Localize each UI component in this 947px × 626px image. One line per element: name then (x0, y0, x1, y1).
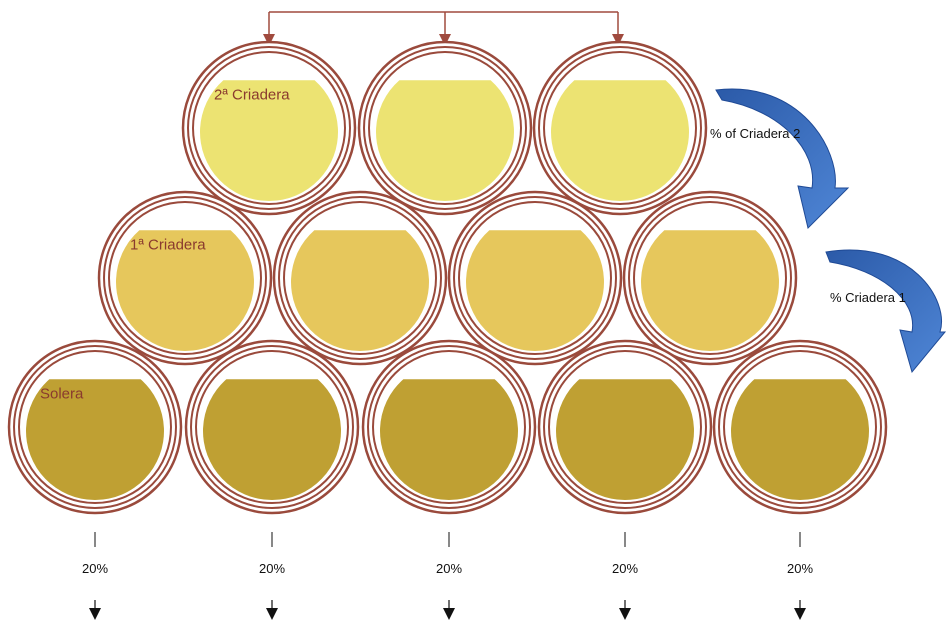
barrel (361, 339, 537, 515)
barrel (272, 190, 448, 366)
barrel (184, 339, 360, 515)
withdrawal-percent: 20% (436, 561, 462, 576)
barrel: Solera (7, 339, 183, 515)
withdrawal: 20% (436, 532, 462, 620)
barrel (712, 339, 888, 515)
withdrawal: 20% (787, 532, 813, 620)
transfer-label-criadera1: % Criadera 1 (830, 290, 906, 305)
wine-fill (291, 230, 429, 351)
withdrawal: 20% (612, 532, 638, 620)
transfer-label-criadera2: % of Criadera 2 (710, 126, 800, 141)
transfer-arrow-criadera2 (715, 88, 850, 229)
withdrawal: 20% (82, 532, 108, 620)
withdrawal-percent: 20% (259, 561, 285, 576)
barrel: 1ª Criadera (97, 190, 273, 366)
transfer-arrow-criadera1 (825, 249, 947, 374)
barrel (357, 40, 533, 216)
barrel (537, 339, 713, 515)
wine-fill (466, 230, 604, 351)
withdrawal-percent: 20% (787, 561, 813, 576)
withdrawal-percent: 20% (612, 561, 638, 576)
wine-fill (203, 379, 342, 501)
withdrawal: 20% (259, 532, 285, 620)
tier-label: 1ª Criadera (130, 236, 206, 253)
wine-fill (376, 80, 514, 201)
barrel (447, 190, 623, 366)
wine-fill (556, 379, 694, 501)
barrel (622, 190, 798, 366)
wine-fill (26, 379, 164, 501)
wine-fill (380, 379, 518, 501)
wine-fill (116, 230, 255, 351)
wine-fill (640, 230, 779, 351)
withdrawal-row: 20% 20% 20% 20% 20% (82, 532, 813, 620)
tier-label: Solera (40, 385, 84, 402)
tier-label: 2ª Criadera (214, 86, 290, 103)
feed-line (263, 11, 624, 46)
withdrawal-percent: 20% (82, 561, 108, 576)
barrel (532, 40, 708, 216)
wine-fill (200, 80, 339, 201)
wine-fill (730, 379, 869, 501)
wine-fill (550, 80, 690, 201)
barrel: 2ª Criadera (181, 40, 357, 216)
